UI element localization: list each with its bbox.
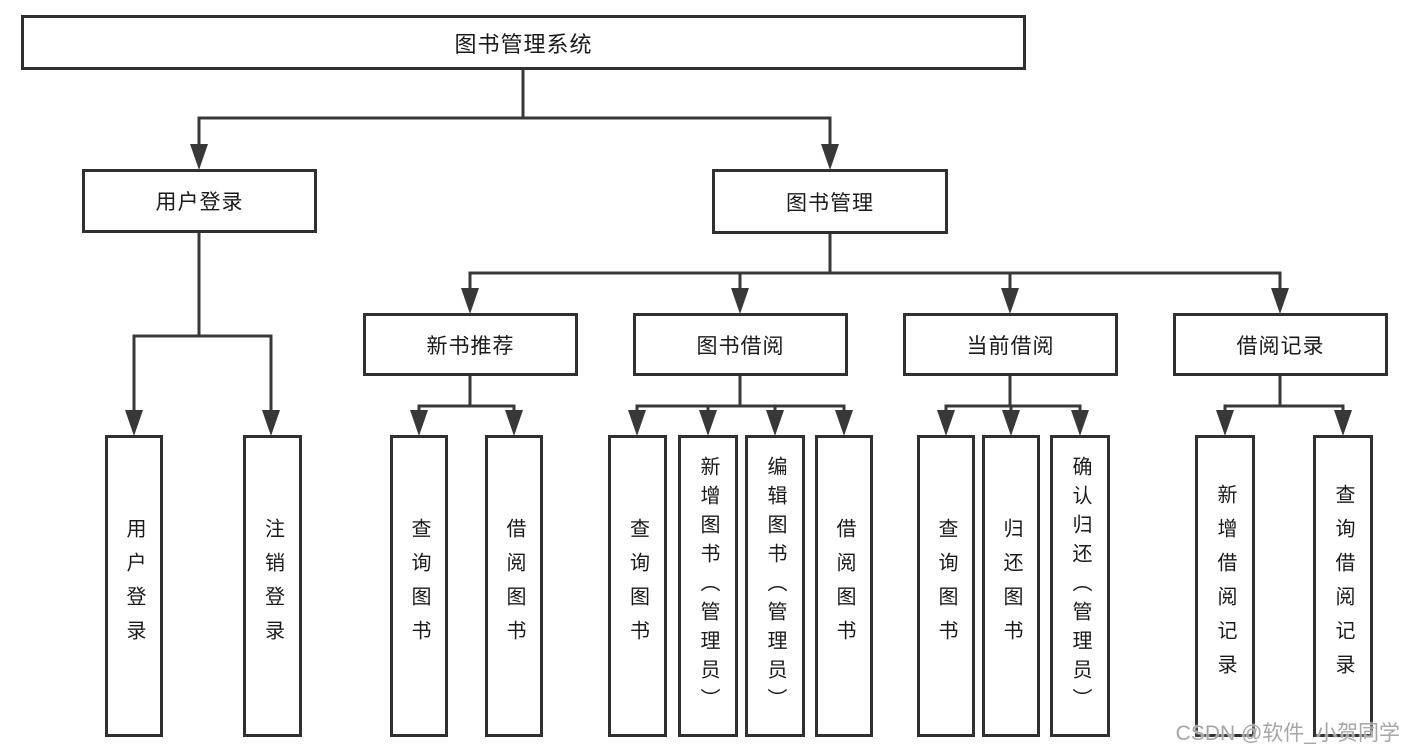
leaf-add-borrow-record: 新增借阅记录	[1195, 435, 1255, 737]
leaf-label: 编辑图书（管理员）	[764, 455, 786, 717]
leaf-label: 查询借阅记录	[1332, 484, 1354, 688]
leaf-label: 注销登录	[261, 518, 284, 654]
leaf-query-books-2: 查询图书	[608, 435, 667, 737]
leaf-label: 借阅图书	[833, 518, 855, 654]
arrowheads	[125, 144, 1352, 436]
leaf-borrow-books-2: 借阅图书	[815, 435, 873, 737]
leaf-return-books: 归还图书	[982, 435, 1040, 737]
connector-book-management	[468, 234, 1282, 296]
connector-book-borrowing	[635, 376, 846, 418]
leaf-query-books-3: 查询图书	[917, 435, 975, 737]
leaf-label: 查询图书	[626, 518, 649, 654]
connector-user-login	[132, 233, 273, 418]
node-book-management: 图书管理	[712, 169, 948, 234]
node-root: 图书管理系统	[21, 15, 1026, 70]
leaf-label: 查询图书	[935, 518, 957, 654]
leaf-query-borrow-record: 查询借阅记录	[1313, 435, 1373, 737]
node-borrowing-records: 借阅记录	[1173, 313, 1388, 376]
leaf-confirm-return-admin: 确认归还（管理员）	[1050, 435, 1110, 737]
node-user-login-group: 用户登录	[82, 169, 317, 233]
leaf-label: 新增图书（管理员）	[697, 455, 719, 717]
leaf-label: 查询图书	[408, 518, 430, 654]
node-current-borrowing: 当前借阅	[903, 313, 1118, 376]
connector-root	[197, 70, 832, 152]
connector-new-book	[417, 376, 516, 418]
node-book-borrowing: 图书借阅	[633, 313, 848, 376]
leaf-label: 确认归还（管理员）	[1069, 455, 1091, 717]
leaf-edit-book-admin: 编辑图书（管理员）	[745, 435, 805, 737]
leaf-label: 新增借阅记录	[1214, 484, 1236, 688]
leaf-query-books-1: 查询图书	[390, 435, 448, 737]
node-new-book-recommend: 新书推荐	[363, 313, 578, 376]
leaf-borrow-books-1: 借阅图书	[485, 435, 543, 737]
watermark-text: CSDN @软件_小贺同学	[1175, 722, 1400, 745]
leaf-add-book-admin: 新增图书（管理员）	[678, 435, 738, 737]
connector-borrowing-records	[1223, 376, 1345, 418]
leaf-label: 借阅图书	[503, 518, 525, 654]
leaf-user-login: 用户登录	[105, 435, 163, 737]
leaf-label: 用户登录	[123, 518, 145, 654]
leaf-logout: 注销登录	[243, 435, 302, 737]
leaf-label: 归还图书	[1000, 518, 1022, 654]
